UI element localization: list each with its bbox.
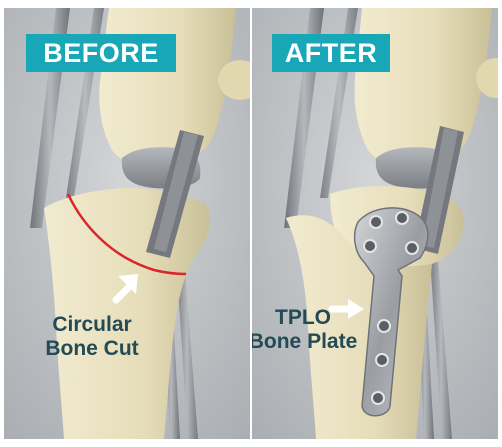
after-panel: AFTER TPLO Bone Plate: [252, 8, 498, 439]
before-title: BEFORE: [43, 38, 159, 69]
before-panel: BEFORE Circular Bone Cut: [4, 8, 250, 439]
after-knee-illustration: [252, 8, 498, 439]
circular-bone-cut-label: Circular Bone Cut: [22, 313, 162, 361]
after-title-badge: AFTER: [272, 34, 390, 72]
tplo-bone-plate-label: TPLO Bone Plate: [252, 306, 368, 354]
before-title-badge: BEFORE: [26, 34, 176, 72]
label-line-2: Bone Cut: [22, 337, 162, 361]
after-title: AFTER: [285, 38, 378, 69]
label-line-1: TPLO: [252, 306, 368, 330]
label-line-1: Circular: [22, 313, 162, 337]
before-knee-illustration: [4, 8, 250, 439]
label-line-2: Bone Plate: [252, 330, 368, 354]
